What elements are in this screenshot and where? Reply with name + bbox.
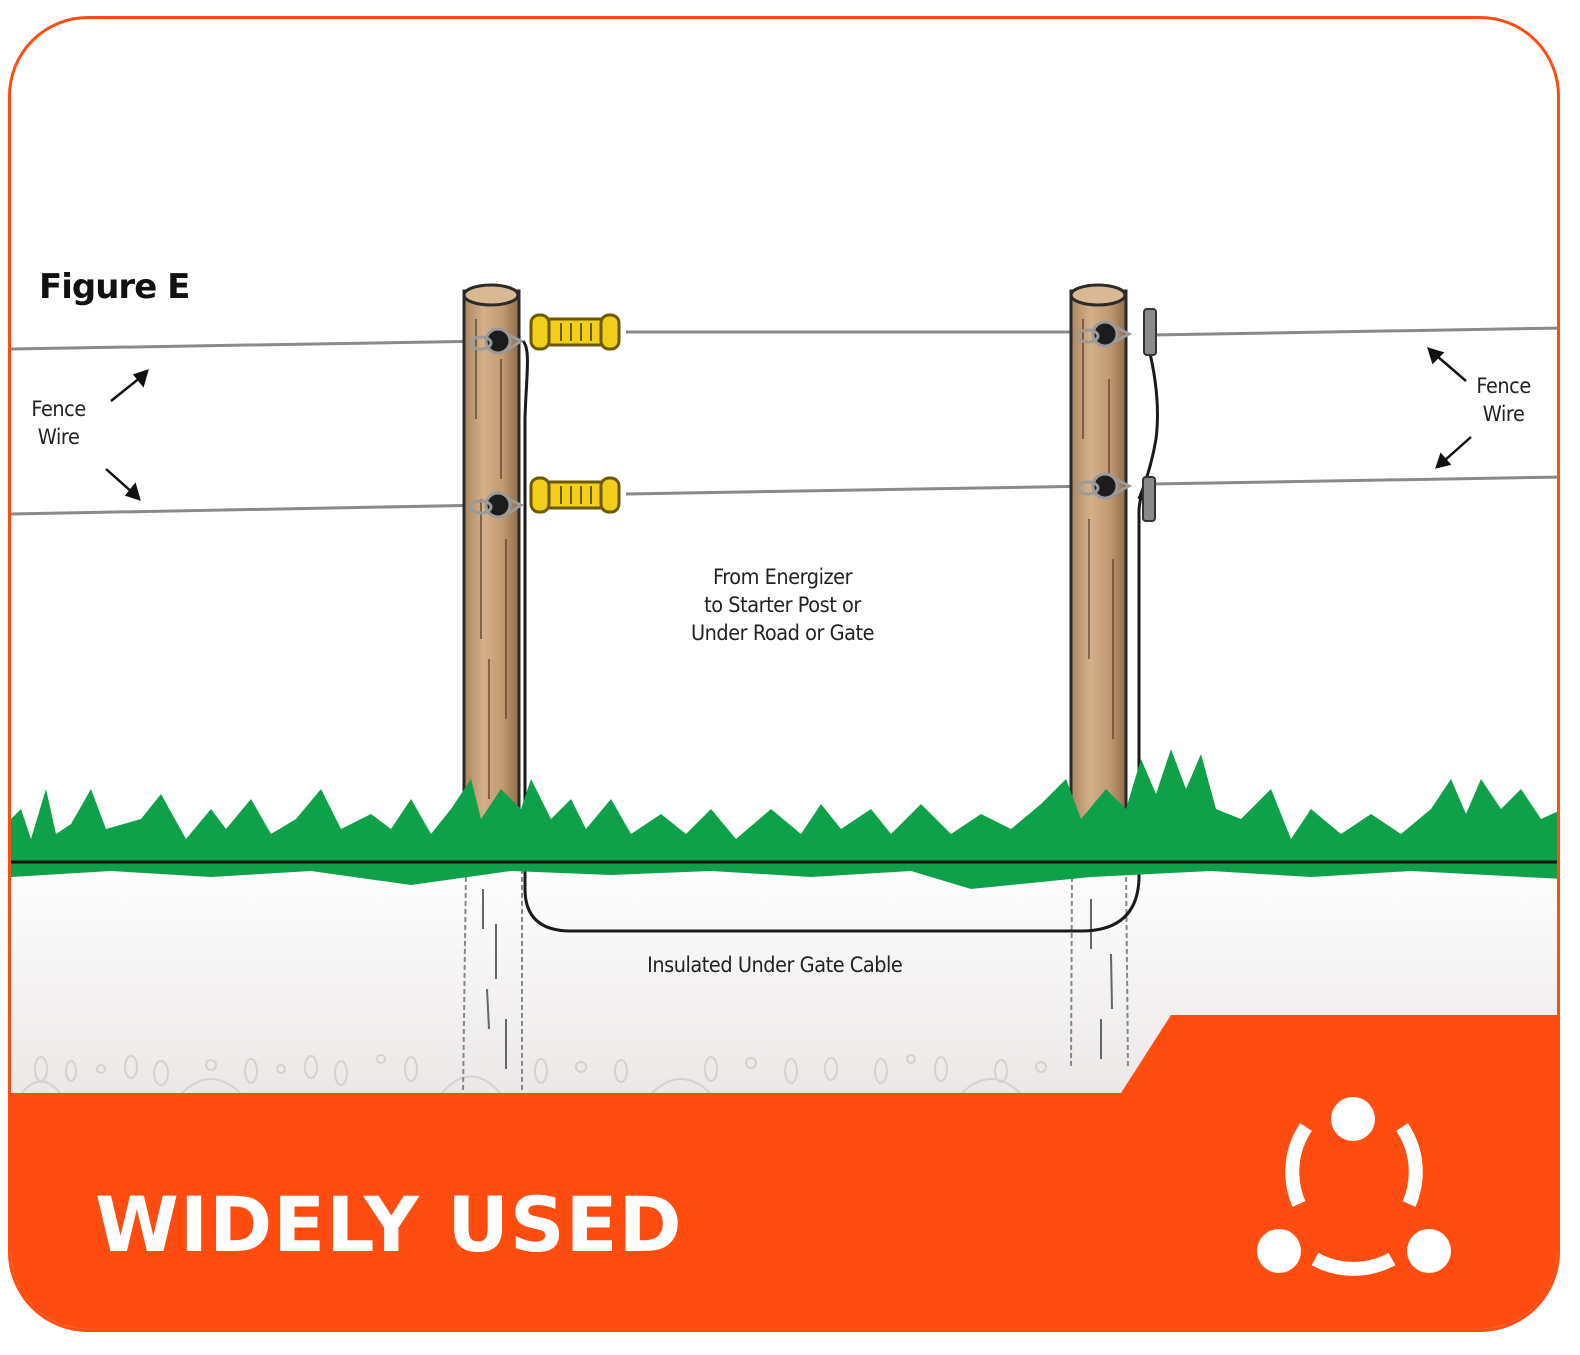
fence-wires [11, 326, 1557, 516]
right-post [1069, 283, 1128, 863]
pebbles [20, 1054, 1047, 1095]
banner-title: WIDELY USED [95, 1180, 683, 1269]
post-underground-left [462, 868, 523, 1095]
label-line: Wire [1482, 402, 1525, 426]
upper-wire-right [1150, 326, 1557, 337]
grass [11, 749, 1557, 889]
label-line: Insulated Under Gate Cable [647, 953, 903, 977]
gate-handle-upper [529, 313, 621, 351]
label-line: Fence [31, 397, 86, 421]
share-network-icon [1257, 1097, 1451, 1276]
gate-handle-lower [529, 476, 621, 514]
label-line: Fence [1476, 374, 1531, 398]
post-underground-right [1070, 868, 1129, 1070]
arrows [105, 347, 1472, 501]
connector-upper [1143, 308, 1157, 356]
banner-shape [11, 1015, 1557, 1329]
fence-diagram [11, 283, 1557, 1329]
lower-wire-left [11, 503, 492, 516]
fence-wire-label-right: Fence Wire [1476, 372, 1531, 428]
lower-wire-middle [625, 484, 1097, 496]
feature-card: Figure E Fence Wire Fence Wire From Ener… [8, 16, 1560, 1332]
cable-label: Insulated Under Gate Cable [647, 951, 903, 979]
label-line: Under Road or Gate [690, 621, 875, 645]
figure-title: Figure E [39, 267, 190, 307]
label-line: to Starter Post or [704, 593, 861, 617]
ring-insulators [484, 320, 1119, 519]
connector-lower [1142, 476, 1156, 522]
lower-wire-right [1150, 475, 1557, 486]
label-line: Wire [37, 425, 80, 449]
left-post [462, 283, 521, 863]
fence-wire-label-left: Fence Wire [31, 395, 86, 451]
label-line: From Energizer [712, 565, 853, 589]
upper-wire-left [11, 339, 492, 351]
energizer-note: From Energizer to Starter Post or Under … [690, 563, 875, 647]
